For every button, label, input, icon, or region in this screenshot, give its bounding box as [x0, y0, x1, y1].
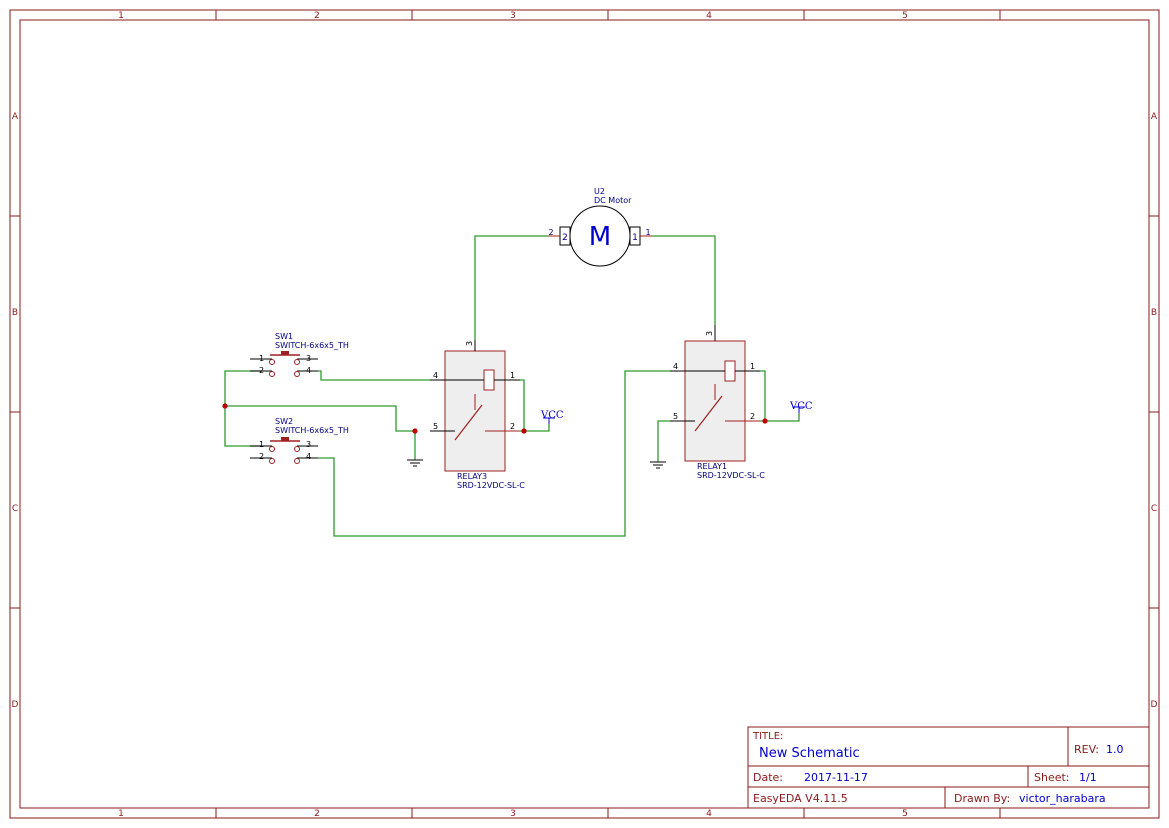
sw2-ref: SW2: [275, 417, 293, 426]
row-label-left-b: B: [12, 308, 18, 318]
motor-ref: U2: [594, 187, 605, 196]
frame-outer: [9, 9, 1160, 819]
frame-ticks: [10, 10, 1159, 818]
title-block: TITLE: New Schematic REV: 1.0 Date: 2017…: [747, 726, 1150, 809]
ground-relay1-icon: [650, 461, 666, 469]
col-label-bottom-5: 5: [902, 809, 908, 819]
sw1-pin-4: 4: [306, 366, 311, 375]
vcc-left: VCC: [540, 410, 564, 424]
drawn-by-value: victor_harabara: [1019, 792, 1106, 805]
sw1-value: SWITCH-6x6x5_TH: [275, 341, 349, 350]
tool-version: EasyEDA V4.11.5: [753, 792, 848, 805]
col-label-top-4: 4: [706, 11, 712, 21]
frame-inner: [19, 19, 1150, 809]
col-label-top-2: 2: [314, 11, 320, 21]
sheet-caption: Sheet:: [1034, 771, 1070, 784]
switch-sw2[interactable]: 1 2 3 4 SW2 SWITCH-6x6x5_TH: [250, 417, 349, 464]
relay3-pin-2: 2: [510, 422, 515, 431]
row-label-right-d: D: [1151, 700, 1158, 710]
row-label-right-c: C: [1151, 504, 1157, 514]
drawn-by-caption: Drawn By:: [954, 792, 1010, 805]
relay-relay3[interactable]: 4 1 5 2 3 RELAY3 SRD-12VDC-SL-C: [430, 340, 525, 490]
motor-pin-right-inner: 1: [632, 233, 638, 243]
relay3-pin-4: 4: [433, 371, 438, 380]
relay3-pin-3: 3: [465, 341, 474, 346]
col-label-top-5: 5: [902, 11, 908, 21]
relay1-pin-4: 4: [673, 362, 678, 371]
col-label-bottom-1: 1: [118, 809, 124, 819]
motor-pin-left-inner: 2: [562, 233, 568, 243]
rev-value: 1.0: [1106, 743, 1124, 756]
junctions: [222, 403, 768, 434]
sw2-pin-2: 2: [259, 452, 264, 461]
vcc-right-label: VCC: [789, 401, 813, 412]
motor-symbol: M: [589, 222, 611, 252]
sw2-pin-4: 4: [306, 452, 311, 461]
title-caption: TITLE:: [752, 731, 783, 742]
motor-pin-left: 2: [548, 228, 553, 237]
relay1-pin-1: 1: [750, 362, 755, 371]
relay1-pin-2: 2: [750, 412, 755, 421]
sw2-value: SWITCH-6x6x5_TH: [275, 426, 349, 435]
sw2-pin-3: 3: [306, 440, 311, 449]
relay1-value: SRD-12VDC-SL-C: [697, 471, 765, 480]
relay3-pin-1: 1: [510, 371, 515, 380]
col-label-top-1: 1: [118, 11, 124, 21]
sw1-ref: SW1: [275, 332, 293, 341]
date-value: 2017-11-17: [804, 771, 868, 784]
sheet-value: 1/1: [1079, 771, 1097, 784]
motor-pin-right: 1: [645, 228, 650, 237]
relay-relay1[interactable]: 4 1 5 2 3 RELAY1 SRD-12VDC-SL-C: [670, 325, 765, 480]
sw1-pin-3: 3: [306, 354, 311, 363]
col-label-bottom-2: 2: [314, 809, 320, 819]
relay1-pin-5: 5: [673, 412, 678, 421]
wires: [224, 235, 800, 537]
relay3-value: SRD-12VDC-SL-C: [457, 481, 525, 490]
col-label-top-3: 3: [510, 11, 516, 21]
row-label-right-b: B: [1151, 308, 1157, 318]
relay3-ref: RELAY3: [457, 472, 487, 481]
rev-caption: REV:: [1074, 743, 1099, 756]
switch-sw1[interactable]: 1 2 3 4 SW1 SWITCH-6x6x5_TH: [250, 332, 349, 377]
row-label-left-d: D: [12, 700, 19, 710]
sw1-pin-2: 2: [259, 366, 264, 375]
date-caption: Date:: [753, 771, 783, 784]
vcc-right: VCC: [789, 401, 813, 413]
motor-u2[interactable]: M 2 1 2 1 U2 DC Motor: [548, 187, 652, 267]
row-label-left-c: C: [12, 504, 18, 514]
sw2-pin-1: 1: [259, 440, 264, 449]
col-label-bottom-4: 4: [706, 809, 712, 819]
schematic-title: New Schematic: [759, 746, 860, 761]
motor-value: DC Motor: [594, 196, 632, 205]
relay3-pin-5: 5: [433, 422, 438, 431]
sw1-pin-1: 1: [259, 354, 264, 363]
vcc-left-label: VCC: [540, 410, 564, 421]
row-label-right-a: A: [1151, 112, 1158, 122]
col-label-bottom-3: 3: [510, 809, 516, 819]
relay1-ref: RELAY1: [697, 462, 727, 471]
ground-relay3-icon: [407, 459, 423, 467]
relay1-pin-3: 3: [705, 331, 714, 336]
row-label-left-a: A: [12, 112, 19, 122]
